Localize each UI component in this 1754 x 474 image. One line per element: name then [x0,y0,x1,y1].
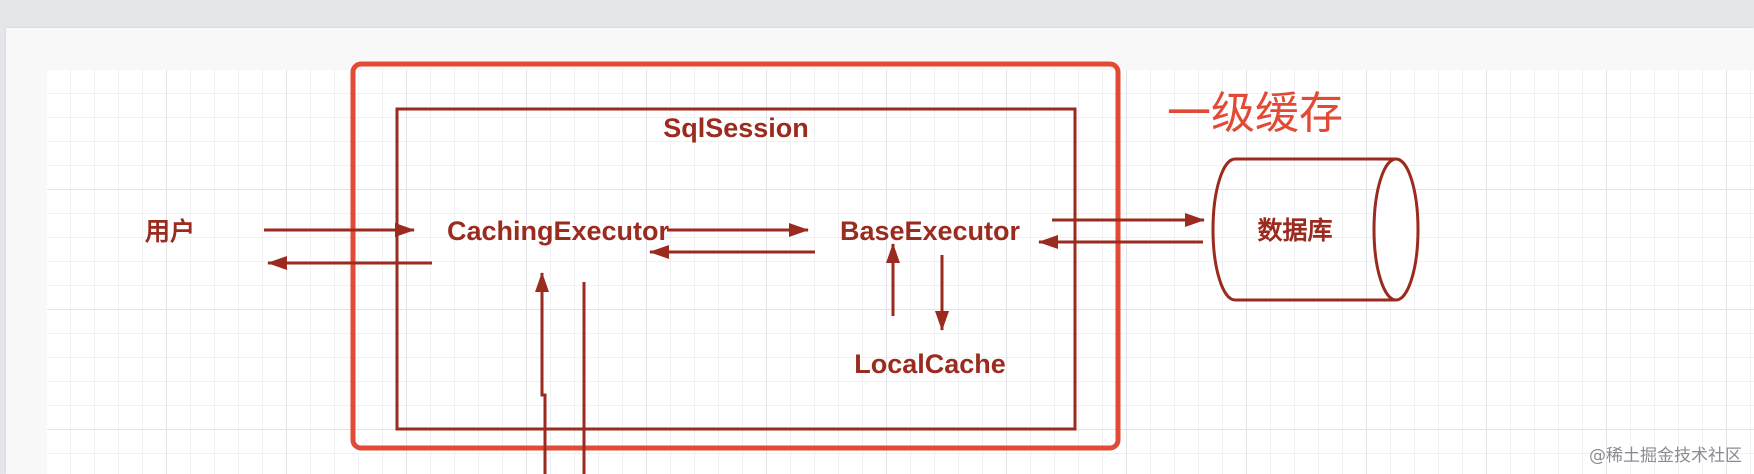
caching-executor-label: CachingExecutor [447,216,670,246]
watermark: @稀土掘金技术社区 [1589,446,1742,466]
base-executor-label: BaseExecutor [840,216,1021,246]
user-label: 用户 [145,217,195,246]
first-level-cache-title: 一级缓存 [1167,88,1343,139]
grid-canvas[interactable] [47,70,1754,474]
first-level-cache-frame[interactable] [350,61,1121,451]
arrow-below-to-caching [535,272,549,474]
database-cylinder[interactable] [1211,157,1420,302]
sqlsession-label: SqlSession [663,113,809,143]
database-label: 数据库 [1257,216,1332,245]
sqlsession-box[interactable] [395,107,1077,431]
local-cache-label: LocalCache [854,349,1006,379]
